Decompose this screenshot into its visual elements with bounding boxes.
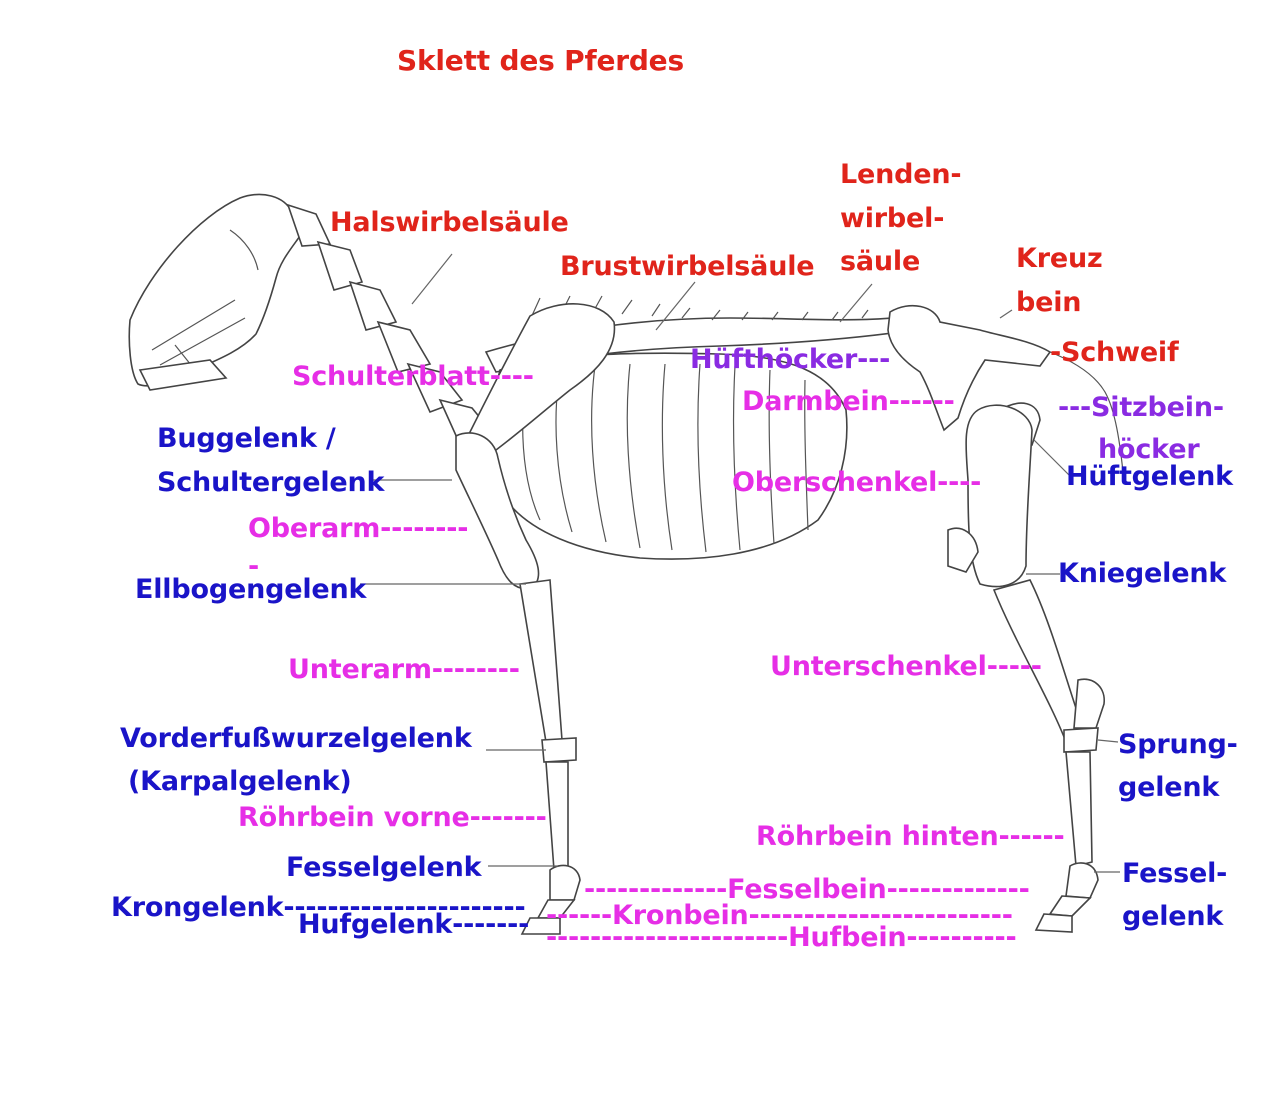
label-kreuzbein-line1: Kreuz — [1016, 243, 1103, 274]
label-roehrbein-vorne: Röhrbein vorne------- — [238, 802, 547, 833]
label-oberarm-dash: - — [248, 551, 260, 582]
label-hufgelenk: Hufgelenk------- — [298, 909, 530, 940]
label-kniegelenk: Kniegelenk — [1058, 558, 1227, 589]
label-krongelenk: Krongelenk---------------------- — [111, 892, 526, 923]
label-sprunggelenk-line1: Sprung- — [1118, 729, 1238, 760]
hindleg — [947, 404, 1105, 933]
label-unterarm: Unterarm-------- — [288, 654, 520, 685]
label-fesselgelenk-front: Fesselgelenk — [286, 852, 482, 883]
label-brustwirbelsaeule: Brustwirbelsäule — [560, 251, 815, 282]
label-ellbogengelenk: Ellbogengelenk — [135, 574, 367, 605]
skull — [128, 193, 301, 387]
label-lenden-line1: Lenden- — [840, 159, 962, 190]
label-hueftgelenk: Hüftgelenk — [1066, 461, 1233, 492]
label-kreuzbein-line2: bein — [1016, 287, 1082, 318]
label-darmbein: Darmbein------ — [742, 386, 955, 417]
label-sitzbeinhoecker-line2: höcker — [1098, 434, 1200, 465]
label-halswirbelsaeule: Halswirbelsäule — [330, 207, 569, 238]
diagram-title: Sklett des Pferdes — [397, 44, 684, 77]
label-unterschenkel: Unterschenkel----- — [770, 651, 1042, 682]
label-sprunggelenk-line2: gelenk — [1118, 772, 1220, 803]
label-fesselbein: -------------Fesselbein------------- — [584, 874, 1030, 905]
label-vorderfusswurzelgelenk: Vorderfußwurzelgelenk — [120, 723, 472, 754]
label-roehrbein-hinten: Röhrbein hinten------ — [756, 821, 1065, 852]
label-sitzbeinhoecker-line1: ---Sitzbein- — [1058, 392, 1224, 423]
label-fesselgelenk-hind-line2: gelenk — [1122, 901, 1224, 932]
label-lenden-line3: säule — [840, 246, 921, 277]
leader-lines — [360, 253, 1120, 873]
label-schweif: -Schweif — [1050, 337, 1179, 368]
scapula — [464, 303, 616, 451]
label-kronbein: ------Kronbein------------------------ — [546, 900, 1013, 931]
label-lenden-line2: wirbel- — [840, 203, 945, 234]
label-huefthoecker: Hüfthöcker--- — [690, 344, 891, 375]
label-karpalgelenk: (Karpalgelenk) — [128, 766, 352, 797]
label-buggelenk-line1: Buggelenk / — [157, 423, 336, 454]
label-hufbein: ----------------------Hufbein---------- — [546, 922, 1017, 953]
foreleg — [455, 432, 581, 935]
cervical-vertebrae — [286, 203, 492, 441]
label-buggelenk-line2: Schultergelenk — [157, 467, 385, 498]
label-fesselgelenk-hind-line1: Fessel- — [1122, 858, 1228, 889]
label-oberarm: Oberarm-------- — [248, 513, 469, 544]
label-oberschenkel: Oberschenkel---- — [732, 467, 982, 498]
label-schulterblatt: Schulterblatt---- — [292, 361, 534, 392]
